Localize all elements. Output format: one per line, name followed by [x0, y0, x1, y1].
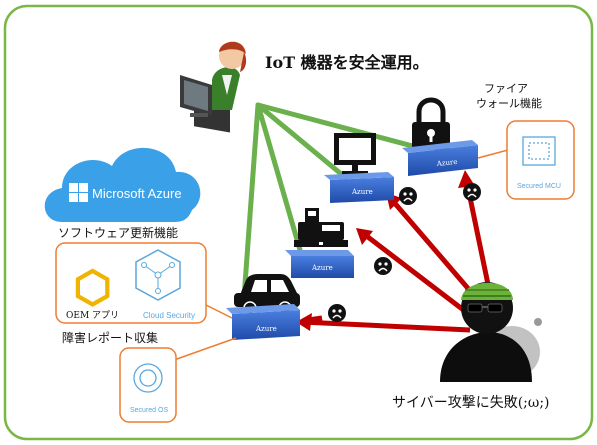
cloud-security-icon: [135, 249, 181, 301]
monitor-icon: [334, 133, 376, 175]
outer-frame: [3, 4, 594, 441]
register-device-box: Azure: [285, 250, 354, 278]
secured-mcu-callout: Secured MCU: [477, 120, 575, 200]
oem-app-icon: [75, 268, 110, 307]
windows-logo-icon: [69, 183, 88, 202]
hacker-icon: [440, 282, 542, 382]
azure-logo-text: Microsoft Azure: [92, 186, 182, 201]
software-update-callout: OEM アプリ Cloud Security: [55, 242, 233, 324]
sad-face-icon: [328, 183, 481, 322]
os-circle-icon: [133, 363, 163, 393]
firewall-device-box: Azure: [402, 140, 478, 176]
cloud-icon: Microsoft Azure: [44, 147, 201, 222]
secured-os-callout: Secured OS: [119, 337, 237, 423]
software-update-label: ソフトウェア更新機能: [58, 225, 178, 240]
cash-register-icon: [294, 208, 348, 247]
trusted-connections: [241, 102, 423, 301]
pos-box-brand: Azure: [351, 188, 373, 196]
cloud-security-label: Cloud Security: [143, 311, 195, 320]
secured-os-label: Secured OS: [130, 407, 168, 414]
secured-mcu-label: Secured MCU: [517, 183, 561, 190]
user-at-pc-icon: [180, 41, 247, 133]
register-box-brand: Azure: [311, 264, 333, 272]
cyber-attack-label: サイバー攻撃に失敗(;ω;): [392, 395, 550, 411]
firewall-label-2: ウォール機能: [476, 96, 542, 110]
oem-app-label: OEM アプリ: [66, 310, 119, 321]
pos-device-box: Azure: [324, 172, 394, 203]
car-device-box: Azure: [226, 304, 300, 340]
lock-icon: [412, 97, 450, 150]
firewall-box-brand: Azure: [435, 158, 457, 168]
car-icon: [234, 274, 300, 315]
headline: IoT 機器を安全運用。: [265, 53, 429, 72]
fault-report-label: 障害レポート収集: [62, 330, 158, 345]
chip-icon: [522, 136, 556, 166]
car-box-brand: Azure: [255, 325, 277, 333]
firewall-label-1: ファイア: [484, 82, 528, 95]
